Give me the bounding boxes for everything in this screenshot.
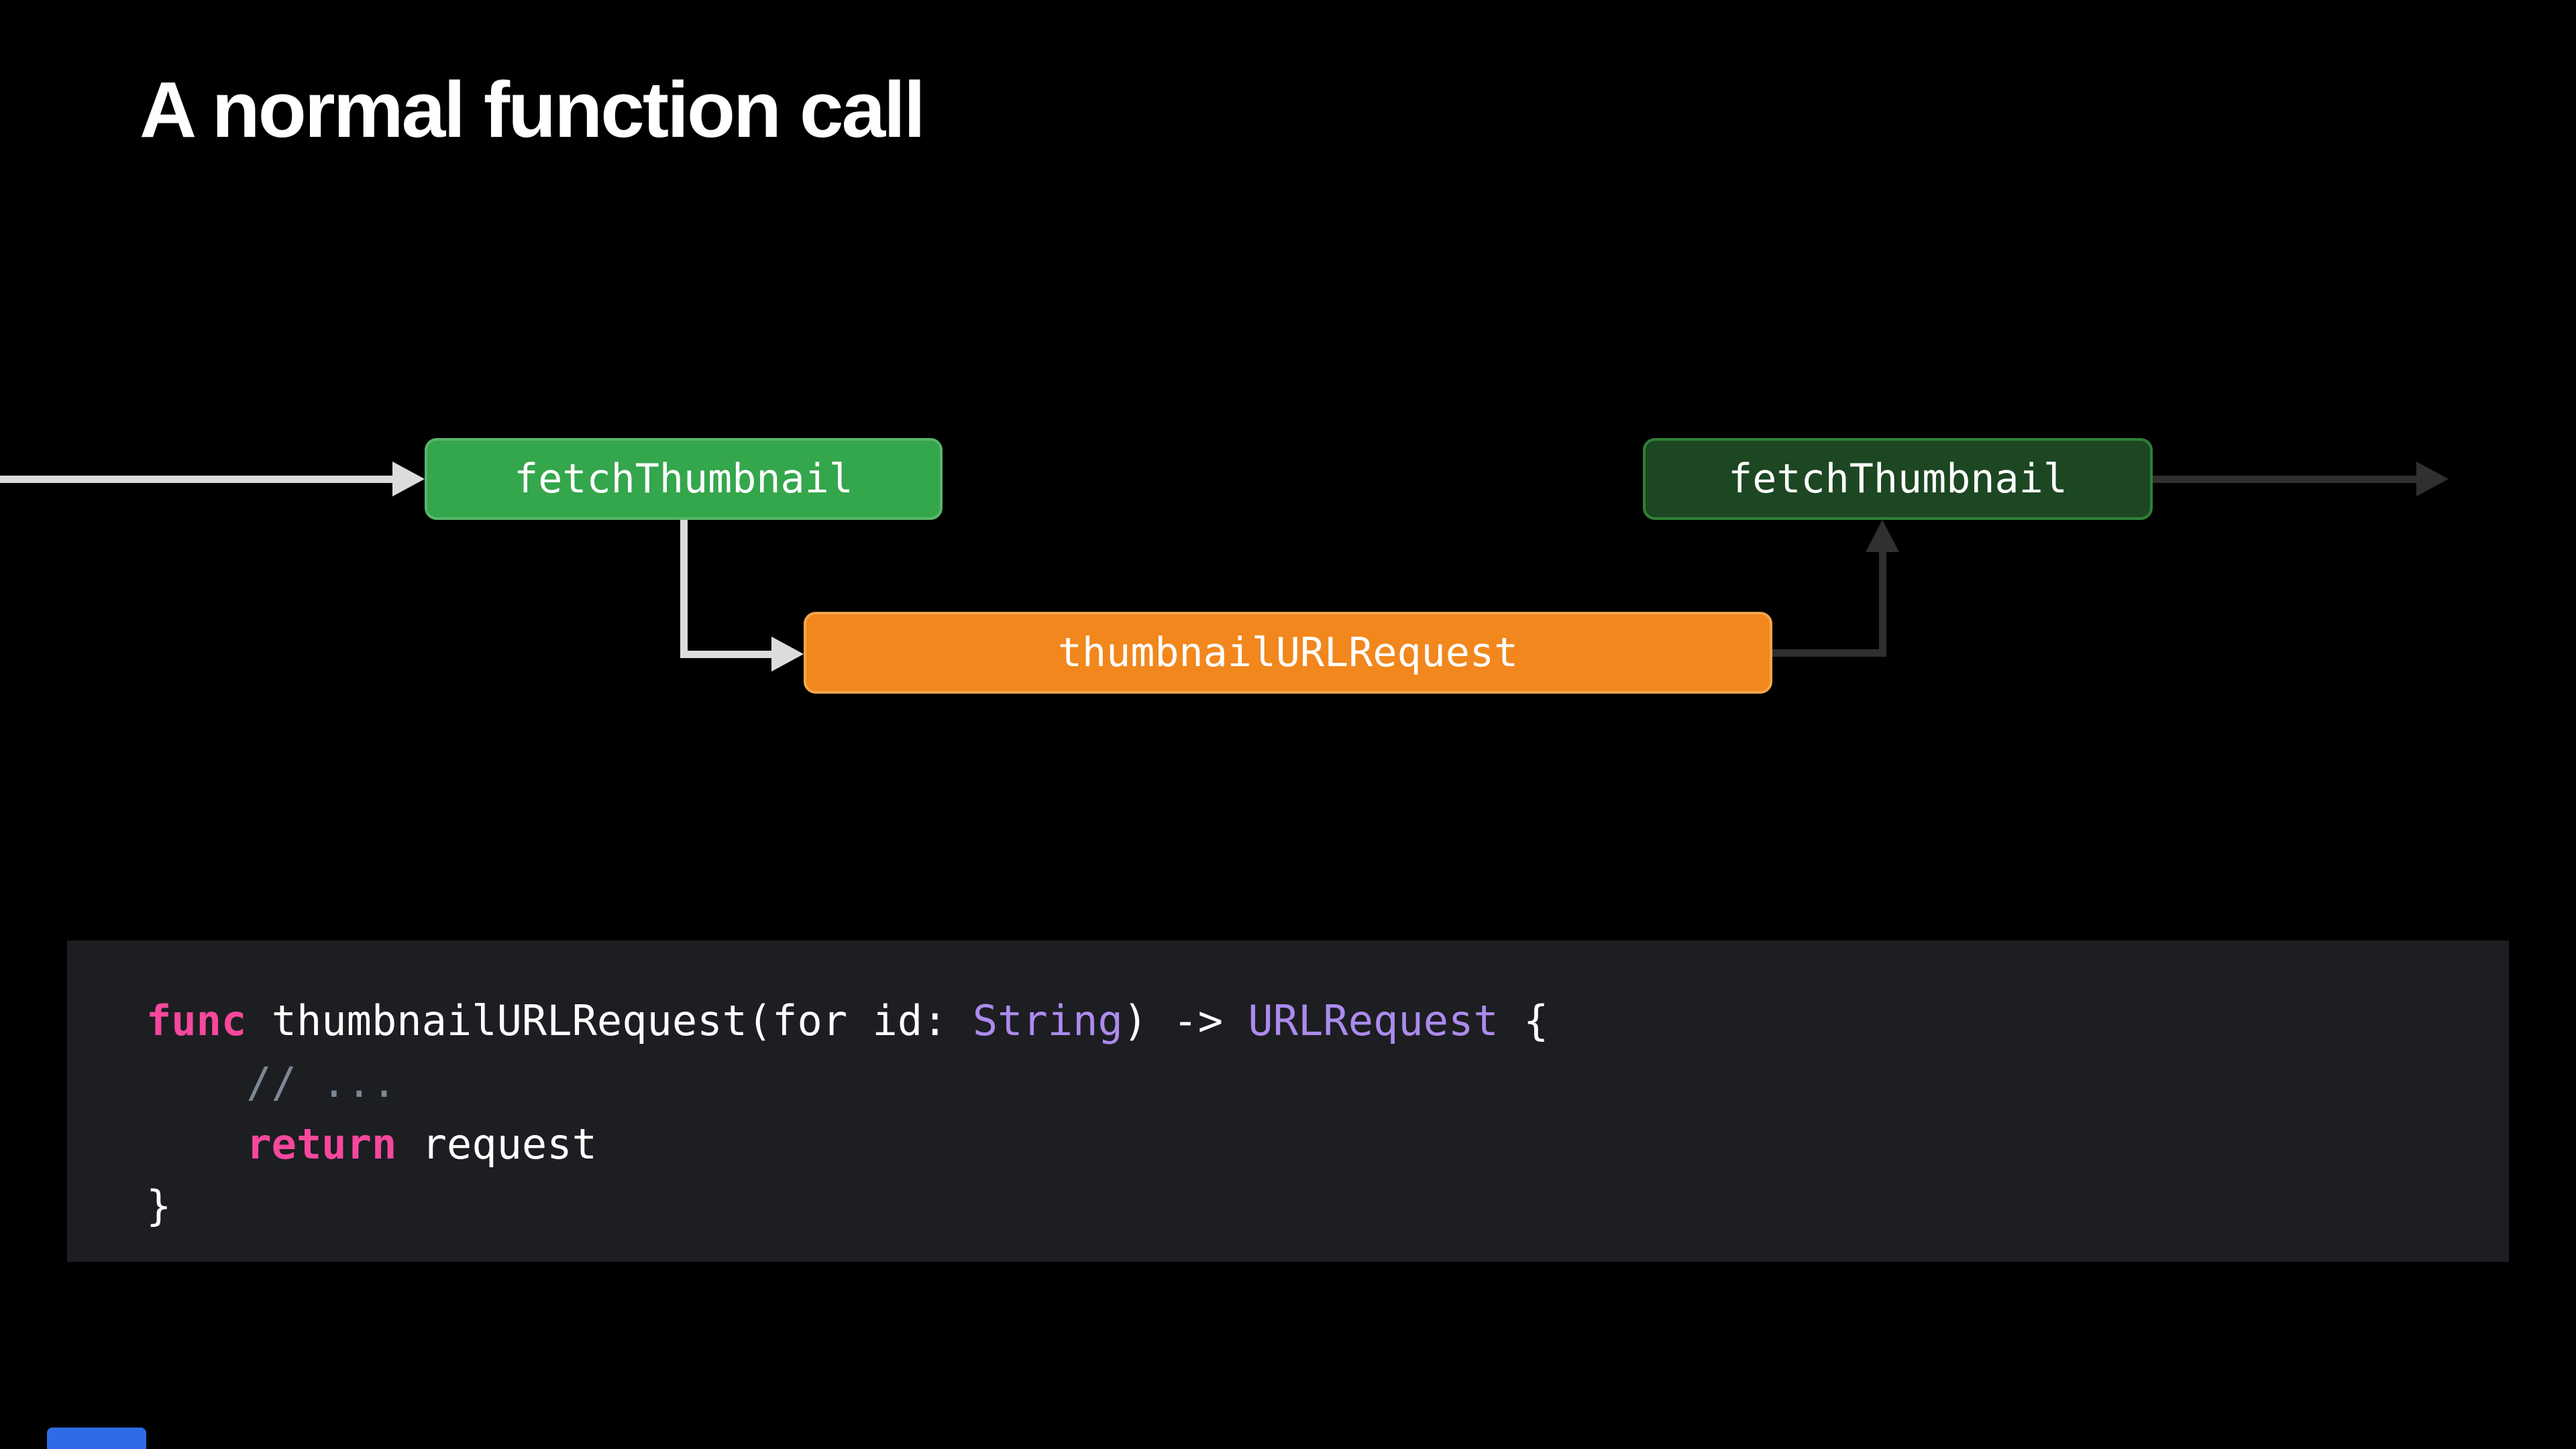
node-fetch-thumbnail-caller: fetchThumbnail [425,438,943,520]
code-text: request [396,1120,597,1169]
code-text: } [146,1181,172,1230]
blue-progress-fragment [47,1428,146,1449]
type-string: String [972,996,1123,1045]
incoming-arrow-head-icon [392,462,425,496]
code-text: thumbnailURLRequest(for id: [246,996,973,1045]
code-text: ) -> [1122,996,1248,1045]
incoming-arrow-line [0,476,394,483]
code-line-2: // ... [146,1058,396,1107]
return-connector-arrow-head-icon [1866,520,1899,552]
node-label: fetchThumbnail [1728,455,2068,502]
call-connector-vertical [680,520,688,658]
return-connector-vertical [1879,552,1886,657]
node-label: fetchThumbnail [514,455,853,502]
code-text [146,1120,246,1169]
code-comment: // ... [146,1058,397,1107]
code-line-4: } [146,1181,171,1230]
keyword-return: return [246,1120,397,1169]
node-label: thumbnailURLRequest [1057,629,1519,676]
call-connector-horizontal [680,651,774,658]
outgoing-arrow-head-icon [2416,462,2449,496]
type-urlrequest: URLRequest [1248,996,1499,1045]
code-text: { [1498,996,1549,1045]
slide-title: A normal function call [140,66,926,154]
node-fetch-thumbnail-resumed: fetchThumbnail [1643,438,2153,520]
keyword-func: func [146,996,247,1045]
call-connector-arrow-head-icon [771,637,804,672]
node-thumbnail-url-request: thumbnailURLRequest [804,612,1772,694]
outgoing-arrow-line [2153,476,2416,483]
code-line-1: func thumbnailURLRequest(for id: String)… [146,996,1548,1045]
code-panel: func thumbnailURLRequest(for id: String)… [67,941,2509,1262]
code-line-3: return request [146,1120,597,1169]
return-connector-horizontal [1772,649,1886,657]
code-snippet: func thumbnailURLRequest(for id: String)… [146,990,2509,1237]
